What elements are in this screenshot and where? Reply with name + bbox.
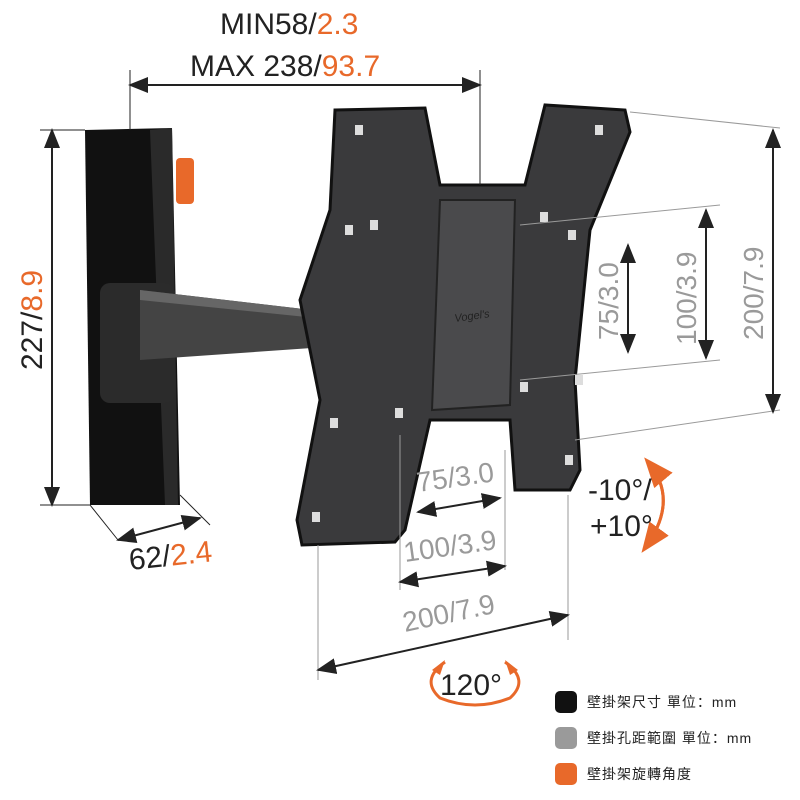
tilt-plus-label: +10°: [590, 510, 653, 543]
vesa-horizontal-75: 75/3.0: [415, 456, 496, 498]
swivel-label: 120°: [440, 669, 502, 702]
vesa-plate: Vogel's: [295, 103, 632, 547]
legend-swatch-orange: [555, 763, 577, 785]
legend-label: 壁掛架旋轉角度: [587, 766, 692, 782]
legend-swatch-black: [555, 691, 577, 713]
depth-min-label: MIN58/2.3: [220, 8, 358, 41]
legend-item-rotation-angle: 壁掛架旋轉角度: [555, 756, 752, 792]
wall-plate-width-label: 62/2.4: [127, 535, 213, 577]
legend-item-wall-mount-size: 壁掛架尺寸 單位：mm: [555, 684, 752, 720]
depth-max-label: MAX 238/93.7: [190, 50, 380, 83]
legend: 壁掛架尺寸 單位：mm 壁掛孔距範圍 單位：mm 壁掛架旋轉角度: [555, 684, 752, 792]
vesa-horizontal-100: 100/3.9: [402, 524, 499, 568]
legend-label: 壁掛孔距範圍 單位：mm: [587, 730, 753, 746]
legend-item-vesa-range: 壁掛孔距範圍 單位：mm: [555, 720, 752, 756]
vesa-vertical-100: 100/3.9: [671, 252, 702, 345]
vogels-logo: Vogel's: [454, 308, 491, 325]
vesa-vertical-200: 200/7.9: [738, 247, 769, 340]
lock-tab: [176, 158, 194, 204]
swivel-arrow-icon: [429, 660, 521, 707]
vesa-horizontal-200: 200/7.9: [400, 588, 498, 638]
legend-label: 壁掛架尺寸 單位：mm: [587, 694, 738, 710]
legend-swatch-gray: [555, 727, 577, 749]
swing-arm: [100, 283, 355, 403]
tilt-minus-label: -10°/: [588, 474, 652, 507]
height-label: 227/8.9: [16, 270, 49, 370]
vesa-vertical-75: 75/3.0: [593, 262, 624, 340]
